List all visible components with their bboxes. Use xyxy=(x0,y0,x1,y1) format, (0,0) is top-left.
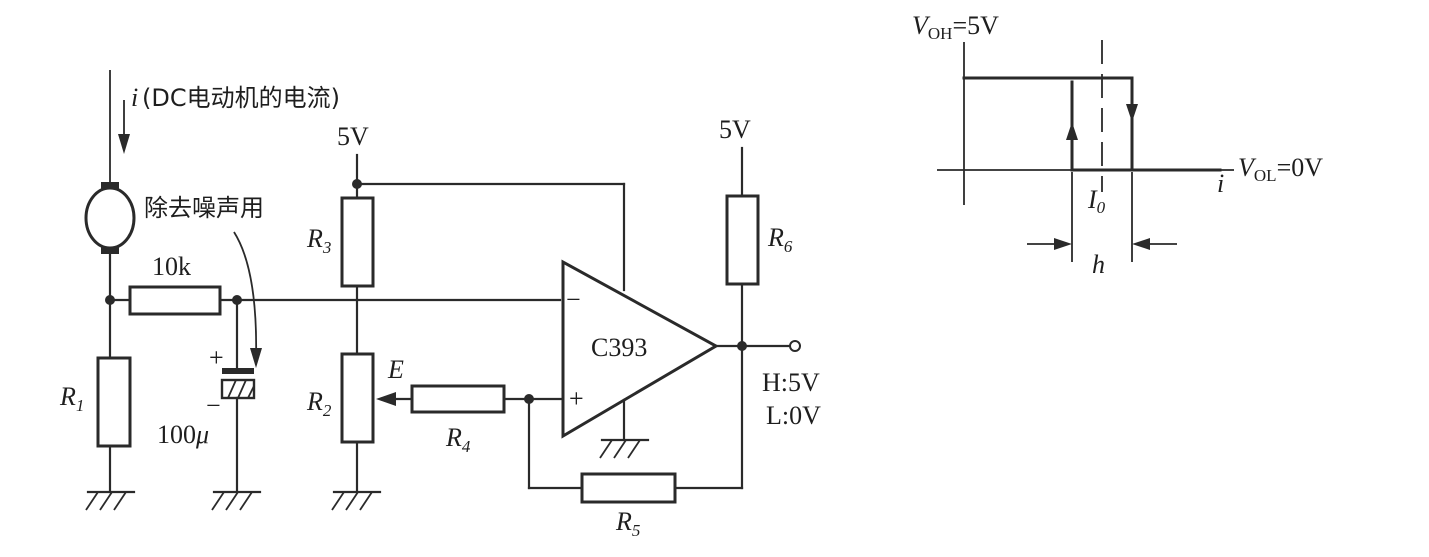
noise-filter-label: 除去噪声用 xyxy=(144,194,264,222)
ground-cap xyxy=(211,490,262,511)
potentiometer-r2 xyxy=(340,352,375,444)
r2-label: R2 xyxy=(306,387,332,420)
ground-r1 xyxy=(85,490,136,511)
cap-minus-sign: − xyxy=(206,391,221,420)
resistor-r6 xyxy=(725,194,760,286)
current-description: (DC电动机的电流) xyxy=(142,84,340,112)
output-high-label: H:5V xyxy=(762,368,820,397)
i0-label: I0 xyxy=(1087,185,1106,217)
r1-label: R1 xyxy=(59,382,84,415)
resistor-10k xyxy=(128,285,222,316)
capacitor-100u xyxy=(220,368,256,400)
resistor-r3 xyxy=(340,196,375,288)
r6-label: R6 xyxy=(767,223,793,256)
e-label: E xyxy=(387,355,404,384)
resistor-r5 xyxy=(580,472,677,504)
ground-r2 xyxy=(331,490,382,511)
voh-label: VOH=5V xyxy=(912,11,999,43)
output-terminal xyxy=(789,340,801,352)
h-label: h xyxy=(1092,250,1105,279)
current-arrow xyxy=(109,70,130,185)
r4-label: R4 xyxy=(445,423,471,456)
comparator-c393 xyxy=(561,259,720,439)
x-axis-label: i xyxy=(1217,169,1224,198)
ground-comparator xyxy=(599,438,650,459)
noise-pointer-arrow xyxy=(233,231,258,361)
resistor-r4 xyxy=(410,384,506,414)
hysteresis-graph xyxy=(937,40,1234,262)
rising-arrow xyxy=(1066,122,1078,140)
r5-label: R5 xyxy=(615,507,640,540)
cap-value: 100μ xyxy=(157,420,209,449)
r3-label: R3 xyxy=(306,224,331,257)
current-symbol: i xyxy=(131,83,138,112)
supply-left-label: 5V xyxy=(337,122,369,151)
dc-motor xyxy=(84,182,136,254)
cap-plus-sign: + xyxy=(209,343,224,372)
wiper-arrow xyxy=(376,392,396,406)
resistor-r1 xyxy=(96,356,132,448)
supply-right-label: 5V xyxy=(719,115,751,144)
noninverting-input-sign: + xyxy=(569,384,584,413)
resistor-10k-value: 10k xyxy=(152,252,191,281)
inverting-input-sign: − xyxy=(566,285,581,314)
falling-arrow xyxy=(1126,104,1138,122)
vol-label: VOL=0V xyxy=(1238,153,1323,185)
comparator-label: C393 xyxy=(591,333,647,362)
output-low-label: L:0V xyxy=(766,401,821,430)
